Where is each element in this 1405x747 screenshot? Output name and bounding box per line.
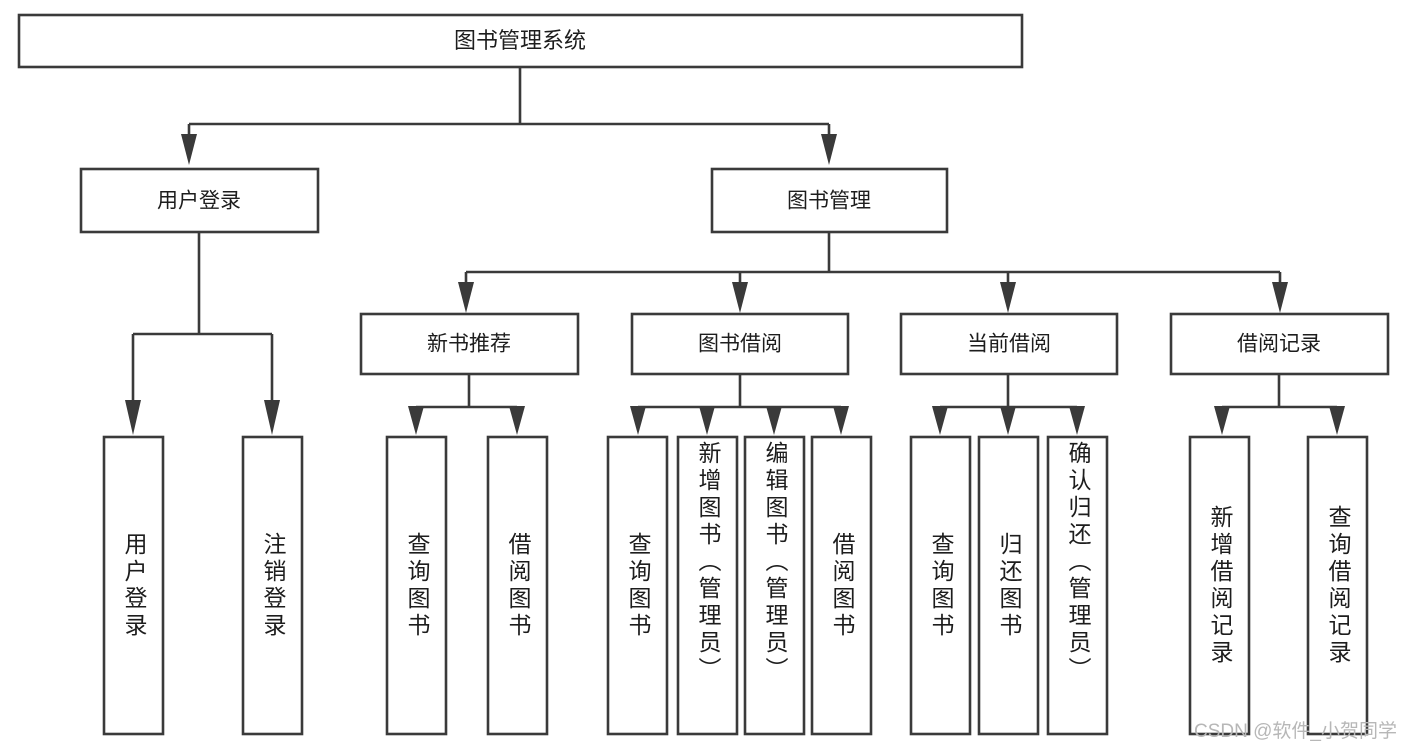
node-box-new-book-recommend[interactable] — [359, 312, 580, 376]
connector-group-new-book — [408, 375, 525, 435]
node-book-manage[interactable]: 图书管理 — [710, 167, 949, 234]
arrow-head-bb-query — [630, 406, 646, 435]
node-label-current-borrow: 当前借阅 — [967, 333, 1051, 356]
node-user-login[interactable]: 用户登录 — [79, 167, 320, 234]
arrow-head-user-login — [181, 134, 197, 165]
leaf-box-br-query-record[interactable] — [1306, 435, 1369, 736]
node-box-root[interactable] — [17, 13, 1024, 69]
arrow-head-nb-query — [408, 406, 424, 435]
arrow-head-book-borrow — [732, 282, 748, 313]
node-label-user-login: 用户登录 — [157, 190, 241, 213]
leaf-box-nb-query-book[interactable] — [385, 435, 448, 736]
arrow-head-current-borrow — [1000, 282, 1016, 313]
node-box-book-borrow[interactable] — [630, 312, 850, 376]
node-current-borrow[interactable]: 当前借阅 — [899, 312, 1119, 376]
node-new-book-recommend[interactable]: 新书推荐 — [359, 312, 580, 376]
node-box-user-login[interactable] — [79, 167, 320, 234]
leaf-box-group — [102, 435, 1369, 736]
connector-group-root — [181, 68, 837, 165]
arrow-head-leaf-user-login — [125, 400, 141, 435]
connector-group-borrow-record — [1214, 375, 1345, 435]
arrow-head-nb-borrow — [509, 406, 525, 435]
arrow-head-bb-edit — [766, 406, 782, 435]
leaf-box-user-login[interactable] — [102, 435, 165, 736]
arrow-head-cb-return — [1000, 406, 1016, 435]
node-box-book-manage[interactable] — [710, 167, 949, 234]
node-label-borrow-record: 借阅记录 — [1237, 333, 1321, 356]
node-label-book-borrow: 图书借阅 — [698, 333, 782, 356]
node-borrow-record[interactable]: 借阅记录 — [1169, 312, 1390, 376]
leaf-box-nb-borrow-book[interactable] — [486, 435, 549, 736]
leaf-box-bb-edit-book[interactable] — [743, 435, 806, 736]
connector-group-book-borrow — [630, 375, 849, 435]
arrow-head-br-query — [1329, 406, 1345, 435]
leaf-box-cb-return-book[interactable] — [977, 435, 1040, 736]
arrow-head-borrow-record — [1272, 282, 1288, 313]
connector-group-user-login — [125, 233, 280, 435]
node-root[interactable]: 图书管理系统 — [17, 13, 1024, 69]
arrow-head-cb-query — [932, 406, 948, 435]
arrow-head-cb-confirm — [1069, 406, 1085, 435]
watermark-text: CSDN @软件_小贺同学 — [1194, 721, 1397, 742]
arrow-head-leaf-logout — [264, 400, 280, 435]
node-box-current-borrow[interactable] — [899, 312, 1119, 376]
connector-group-current-borrow — [932, 375, 1085, 435]
connector-group-book-manage — [458, 233, 1288, 313]
leaf-box-cb-confirm-return[interactable] — [1046, 435, 1109, 736]
arrow-head-book-manage — [821, 134, 837, 165]
leaf-box-bb-query-book[interactable] — [606, 435, 669, 736]
leaf-box-logout[interactable] — [241, 435, 304, 736]
leaf-box-br-add-record[interactable] — [1188, 435, 1251, 736]
leaf-box-bb-add-book[interactable] — [676, 435, 739, 736]
leaf-box-bb-borrow-book[interactable] — [810, 435, 873, 736]
arrow-head-new-book — [458, 282, 474, 313]
node-label-book-manage: 图书管理 — [787, 190, 871, 213]
node-book-borrow[interactable]: 图书借阅 — [630, 312, 850, 376]
arrow-head-br-add — [1214, 406, 1230, 435]
node-label-root: 图书管理系统 — [454, 28, 586, 53]
node-label-new-book-recommend: 新书推荐 — [427, 333, 511, 356]
arrow-head-bb-add — [699, 406, 715, 435]
arrow-head-bb-borrow — [833, 406, 849, 435]
leaf-box-cb-query-book[interactable] — [909, 435, 972, 736]
node-box-borrow-record[interactable] — [1169, 312, 1390, 376]
